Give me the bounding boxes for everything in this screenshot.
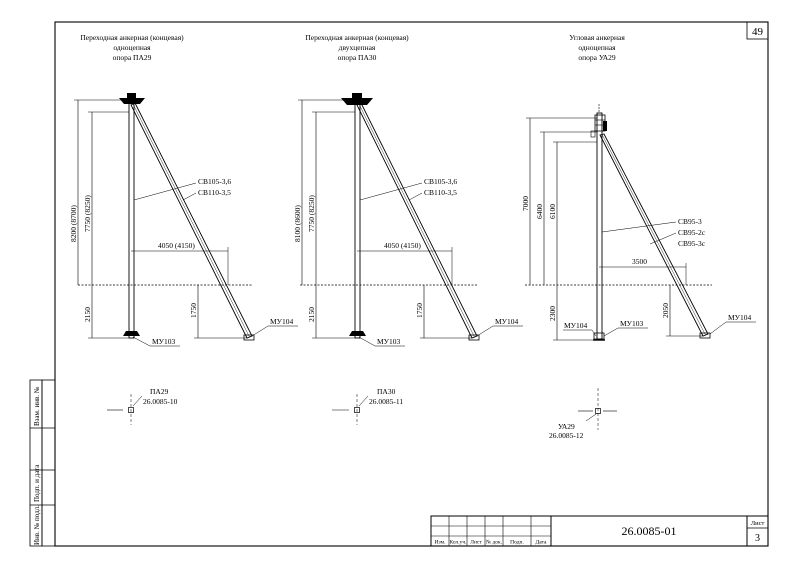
- ua29-anchor-brace: МУ104: [728, 313, 751, 322]
- pa30-brace-anchor: [468, 334, 480, 341]
- ua29-pole: [596, 112, 603, 340]
- pa30-part-2: СВ110-3,5: [424, 188, 457, 197]
- pa30-title-line1: Переходная анкерная (концевая): [305, 33, 409, 42]
- pa30-dim-below: 2150: [307, 307, 316, 322]
- stamp-sign-date: Подп. и дата: [33, 464, 41, 502]
- pa30-pole: [354, 99, 361, 339]
- pa29-head: [119, 98, 145, 104]
- stamp-replaces-inv: Взам. инв. №: [33, 386, 41, 426]
- ua29-brace: [599, 133, 709, 337]
- ua29-footing: [593, 332, 605, 340]
- pa30-dim-horizontal: 4050 (4150): [384, 241, 421, 250]
- ua29-anchor-pole-left: МУ104: [564, 321, 587, 330]
- tb-header-5: Дата: [536, 540, 548, 546]
- pa29-part-1: СВ105-3,6: [198, 177, 231, 186]
- pa29-dim-total: 8200 (8700): [69, 205, 78, 242]
- pa30-dim-brace-below: 1750: [415, 303, 424, 318]
- pa29-plan-code: ПА29: [150, 387, 169, 396]
- side-stamp: Взам. инв. № Подп. и дата Инв. № подл.: [29, 379, 56, 547]
- ua29-part-3: СВ95-3с: [678, 239, 706, 248]
- pa30-dim-inner: 7750 (8250): [307, 195, 316, 232]
- pa30-anchor-brace: МУ104: [495, 317, 518, 326]
- pa29-anchor-pole: МУ103: [152, 337, 175, 346]
- pa29-pole: [128, 99, 135, 339]
- pa29-title-line1: Переходная анкерная (концевая): [80, 33, 184, 42]
- ua29-title-line2: одноцепная: [578, 43, 616, 52]
- ua29-plan-doc: 26.0085-12: [549, 431, 584, 440]
- ua29-anchor-pole: МУ103: [620, 319, 643, 328]
- pa30-plan-code: ПА30: [377, 387, 396, 396]
- pa30-head: [341, 98, 373, 105]
- ua29-dim-brace-below: 2050: [661, 303, 670, 318]
- sheet-value: 3: [755, 533, 760, 544]
- ua29-dim-horizontal: 3500: [632, 257, 647, 266]
- pa30-part-1: СВ105-3,6: [424, 177, 457, 186]
- pa29-dim-below: 2150: [83, 307, 92, 322]
- ua29-title-line3: опора УА29: [578, 53, 616, 62]
- pa30-title-line2: двухцепная: [339, 43, 376, 52]
- pa29-plan-doc: 26.0085-10: [143, 397, 178, 406]
- tb-header-0: Изм.: [435, 540, 447, 546]
- tb-header-2: Лист: [470, 540, 482, 546]
- ua29-brace-anchor: [699, 332, 711, 339]
- pa29-title-line2: одноцепная: [113, 43, 151, 52]
- tb-header-4: Подп.: [510, 540, 524, 546]
- pa29-brace-anchor: [243, 334, 255, 341]
- support-pa30: Переходная анкерная (концевая) двухцепна…: [293, 33, 523, 425]
- pa29-part-2: СВ110-3,5: [198, 188, 231, 197]
- pa29-dim-horizontal: 4050 (4150): [158, 241, 195, 250]
- title-block: Изм. Кол.уч. Лист № док. Подп. Дата 26.0…: [430, 515, 769, 547]
- pa29-footing: [123, 331, 140, 336]
- ua29-dim-total: 7000: [521, 196, 530, 211]
- ua29-part-1: СВ95-3: [678, 217, 702, 226]
- sheet-label: Лист: [751, 520, 765, 527]
- pa29-brace: [130, 102, 253, 339]
- support-pa29: Переходная анкерная (концевая) одноцепна…: [69, 33, 298, 425]
- sheet-number-top: 49: [752, 26, 764, 38]
- pa29-title-line3: опора ПА29: [113, 53, 152, 62]
- tb-header-3: № док.: [486, 540, 503, 546]
- ua29-part-2: СВ95-2с: [678, 228, 706, 237]
- ua29-title-line1: Угловая анкерная: [569, 33, 625, 42]
- ua29-dim-inner: 6100: [548, 204, 557, 219]
- ua29-dim-mid: 6400: [535, 204, 544, 219]
- pa30-footing: [349, 331, 366, 336]
- pa29-anchor-brace: МУ104: [270, 317, 293, 326]
- pa29-dim-inner: 7750 (8250): [83, 195, 92, 232]
- ua29-dim-below: 2300: [548, 306, 557, 321]
- stamp-inv-no: Инв. № подл.: [33, 505, 41, 545]
- pa30-anchor-pole: МУ103: [377, 337, 400, 346]
- ua29-plan-code: УА29: [558, 422, 575, 431]
- document-code: 26.0085-01: [622, 524, 677, 538]
- pa29-dim-brace-below: 1750: [189, 303, 198, 318]
- pa30-plan-doc: 26.0085-11: [369, 397, 403, 406]
- support-ua29: Угловая анкерная одноцепная опора УА29 7…: [521, 33, 756, 440]
- pa30-title-line3: опора ПА30: [338, 53, 377, 62]
- sheet-frame: 49: [54, 21, 769, 547]
- tb-header-1: Кол.уч.: [449, 540, 467, 546]
- pa30-brace: [356, 102, 478, 339]
- pa30-dim-total: 8100 (8600): [293, 205, 302, 242]
